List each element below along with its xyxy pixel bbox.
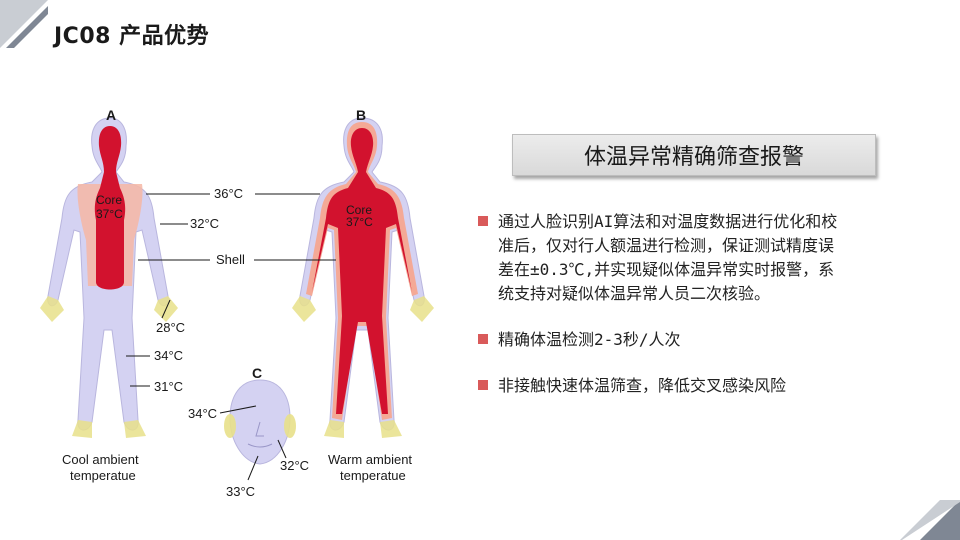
bullet-text-3: 非接触快速体温筛查，降低交叉感染风险 <box>498 376 787 395</box>
label-cool-line1: Cool ambient <box>62 452 139 467</box>
bullet-text-1: 通过人脸识别AI算法和对温度数据进行优化和校 准后，仅对行人额温进行检测，保证测… <box>498 210 837 306</box>
label-36c: 36°C <box>214 186 243 201</box>
bullet-square-icon <box>478 216 488 226</box>
label-b: B <box>356 107 366 123</box>
bullet-square-icon <box>478 380 488 390</box>
bullet-1-line-1: 通过人脸识别AI算法和对温度数据进行优化和校 <box>498 212 838 231</box>
bullet-item-2: 精确体温检测2-3秒/人次 <box>478 328 928 352</box>
figure-b-warm-body <box>292 117 434 438</box>
label-shell: Shell <box>216 252 245 267</box>
section-heading: 体温异常精确筛查报警 <box>583 145 804 170</box>
label-28c: 28°C <box>156 320 185 335</box>
label-core-temp-a: 37°C <box>96 207 123 221</box>
corner-decoration-top-left <box>0 0 48 48</box>
bullet-text-2: 精确体温检测2-3秒/人次 <box>498 330 681 349</box>
label-core-a: Core <box>96 193 122 207</box>
label-warm-line1: Warm ambient <box>328 452 412 467</box>
label-head-34c: 34°C <box>188 406 217 421</box>
bullet-square-icon <box>478 334 488 344</box>
figure-a-cool-body <box>40 117 178 438</box>
bullet-1-line-3: 差在±0.3℃,并实现疑似体温异常实时报警，系 <box>498 260 835 279</box>
bullet-1-line-4: 统支持对疑似体温异常人员二次核验。 <box>498 284 771 303</box>
body-temperature-figure: A B C Core 37°C Core 37°C 36°C 32°C Shel… <box>40 107 434 499</box>
label-core-temp-b: 37°C <box>346 215 373 229</box>
leader-lines <box>126 193 336 481</box>
bullet-item-3: 非接触快速体温筛查，降低交叉感染风险 <box>478 374 928 398</box>
label-c: C <box>252 365 262 381</box>
label-head-33c: 33°C <box>226 484 255 499</box>
corner-decoration-bottom-right <box>900 500 960 540</box>
label-head-32c: 32°C <box>280 458 309 473</box>
page-title: JC08 产品优势 <box>54 24 210 49</box>
bullet-list: 通过人脸识别AI算法和对温度数据进行优化和校 准后，仅对行人额温进行检测，保证测… <box>478 210 928 420</box>
label-31c: 31°C <box>154 379 183 394</box>
label-34c: 34°C <box>154 348 183 363</box>
label-a: A <box>106 107 116 123</box>
figure-c-head <box>224 379 296 465</box>
label-warm-line2: temperatue <box>340 468 406 483</box>
bullet-item-1: 通过人脸识别AI算法和对温度数据进行优化和校 准后，仅对行人额温进行检测，保证测… <box>478 210 928 306</box>
label-core-b: Core <box>346 203 372 217</box>
section-heading-box: 体温异常精确筛查报警 <box>512 134 876 176</box>
label-cool-line2: temperatue <box>70 468 136 483</box>
bullet-1-line-2: 准后，仅对行人额温进行检测，保证测试精度误 <box>498 236 835 255</box>
label-32c: 32°C <box>190 216 219 231</box>
